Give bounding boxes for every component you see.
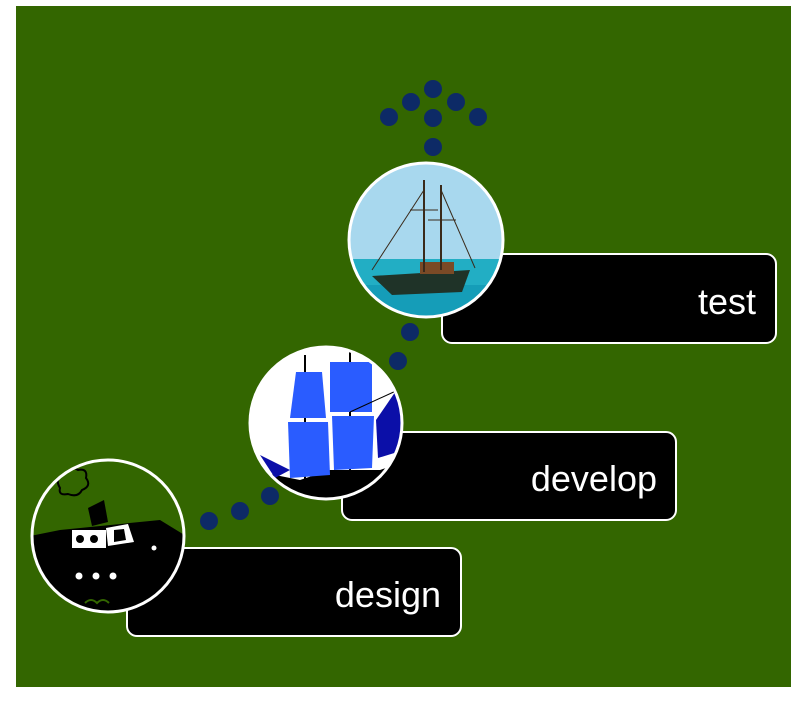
step-label-design: design: [335, 574, 441, 615]
step-develop: develop: [248, 345, 677, 521]
step-label-develop: develop: [531, 458, 657, 499]
connector-dots-design-develop: [200, 487, 279, 530]
connector-dot: [231, 502, 249, 520]
step-design: design: [30, 458, 462, 637]
step-label-test: test: [698, 281, 756, 322]
connector-dot: [389, 352, 407, 370]
connector-dots-develop-test: [389, 323, 419, 370]
galleon-icon: [248, 345, 404, 501]
sailing-ship-photo-icon: [347, 161, 505, 319]
tugboat-icon: [30, 458, 186, 614]
connector-dot: [261, 487, 279, 505]
connector-dot: [401, 323, 419, 341]
step-test: test: [347, 161, 777, 344]
connector-dot: [200, 512, 218, 530]
dotted-arrow-up-icon: [380, 80, 487, 156]
